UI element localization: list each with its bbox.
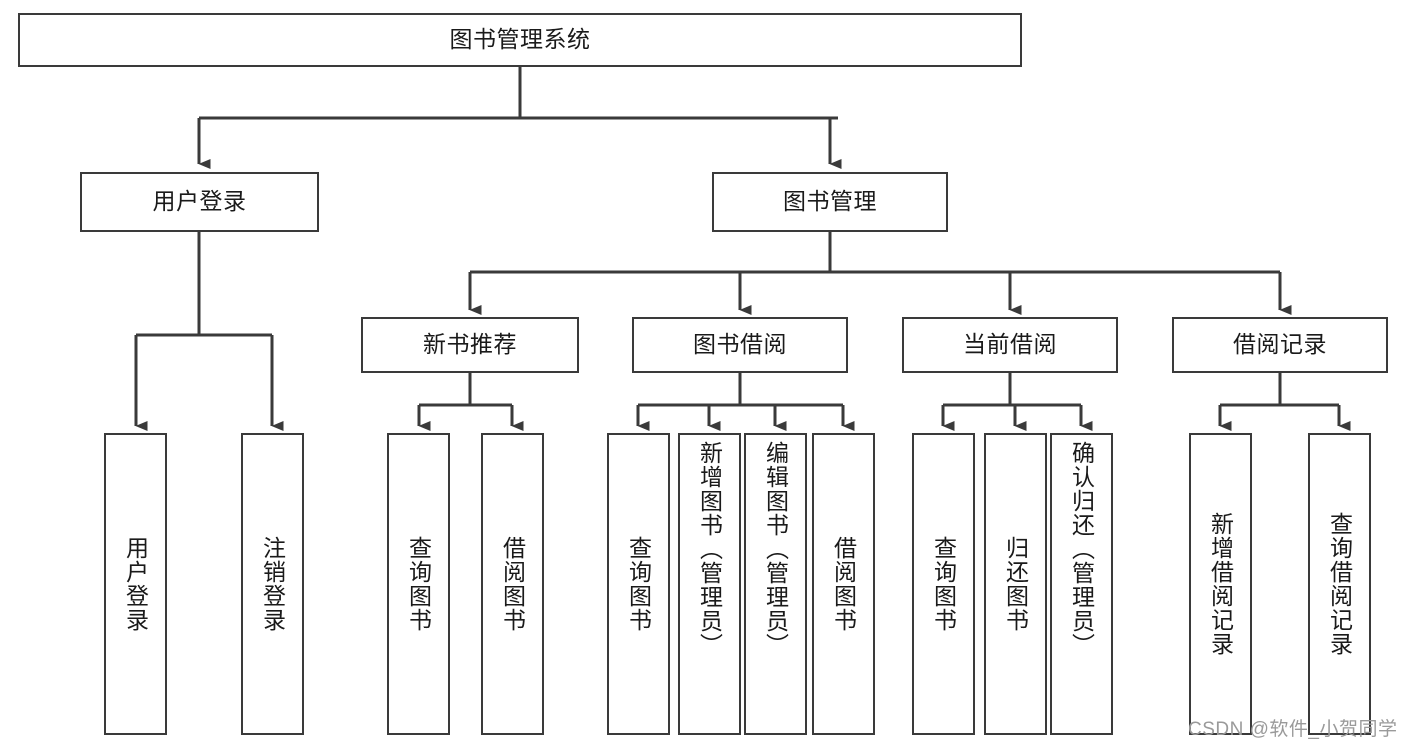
node-leaf-confirm-return-admin-label: 确认归还（管理员） xyxy=(1068,441,1095,657)
csdn-watermark: CSDN @软件_小贺同学 xyxy=(1188,719,1398,740)
node-book-borrow[interactable]: 图书借阅 xyxy=(632,317,848,373)
node-leaf-edit-book-admin[interactable]: 编辑图书（管理员） xyxy=(744,433,807,735)
node-leaf-query-borrow-record[interactable]: 查询借阅记录 xyxy=(1308,433,1371,735)
node-leaf-user-login[interactable]: 用户登录 xyxy=(104,433,167,735)
node-leaf-query-book-2[interactable]: 查询图书 xyxy=(607,433,670,735)
node-leaf-query-book-2-label: 查询图书 xyxy=(625,536,652,632)
node-leaf-borrow-book-1[interactable]: 借阅图书 xyxy=(481,433,544,735)
node-current-borrow-label: 当前借阅 xyxy=(963,331,1057,358)
node-leaf-return-book[interactable]: 归还图书 xyxy=(984,433,1047,735)
node-user-login[interactable]: 用户登录 xyxy=(80,172,319,232)
node-leaf-user-login-label: 用户登录 xyxy=(122,536,149,632)
node-book-borrow-label: 图书借阅 xyxy=(693,331,787,358)
node-leaf-return-book-label: 归还图书 xyxy=(1002,536,1029,632)
node-leaf-add-borrow-record[interactable]: 新增借阅记录 xyxy=(1189,433,1252,735)
node-new-book-recommend[interactable]: 新书推荐 xyxy=(361,317,579,373)
node-leaf-borrow-book-2[interactable]: 借阅图书 xyxy=(812,433,875,735)
node-leaf-query-book-1-label: 查询图书 xyxy=(405,536,432,632)
node-leaf-confirm-return-admin[interactable]: 确认归还（管理员） xyxy=(1050,433,1113,735)
node-borrow-record[interactable]: 借阅记录 xyxy=(1172,317,1388,373)
node-leaf-logout[interactable]: 注销登录 xyxy=(241,433,304,735)
node-leaf-query-borrow-record-label: 查询借阅记录 xyxy=(1326,512,1353,656)
node-leaf-add-book-admin-label: 新增图书（管理员） xyxy=(696,441,723,657)
node-new-book-recommend-label: 新书推荐 xyxy=(423,331,517,358)
node-current-borrow[interactable]: 当前借阅 xyxy=(902,317,1118,373)
node-leaf-add-book-admin[interactable]: 新增图书（管理员） xyxy=(678,433,741,735)
node-leaf-logout-label: 注销登录 xyxy=(259,536,286,632)
node-user-login-label: 用户登录 xyxy=(152,188,247,215)
node-leaf-add-borrow-record-label: 新增借阅记录 xyxy=(1207,512,1234,656)
node-root[interactable]: 图书管理系统 xyxy=(18,13,1022,67)
node-leaf-borrow-book-1-label: 借阅图书 xyxy=(499,536,526,632)
node-leaf-query-book-3-label: 查询图书 xyxy=(930,536,957,632)
node-leaf-query-book-1[interactable]: 查询图书 xyxy=(387,433,450,735)
node-root-label: 图书管理系统 xyxy=(449,26,591,53)
node-leaf-edit-book-admin-label: 编辑图书（管理员） xyxy=(762,441,789,657)
node-book-management[interactable]: 图书管理 xyxy=(712,172,948,232)
node-book-management-label: 图书管理 xyxy=(783,188,877,215)
node-leaf-borrow-book-2-label: 借阅图书 xyxy=(830,536,857,632)
node-leaf-query-book-3[interactable]: 查询图书 xyxy=(912,433,975,735)
node-borrow-record-label: 借阅记录 xyxy=(1233,331,1327,358)
